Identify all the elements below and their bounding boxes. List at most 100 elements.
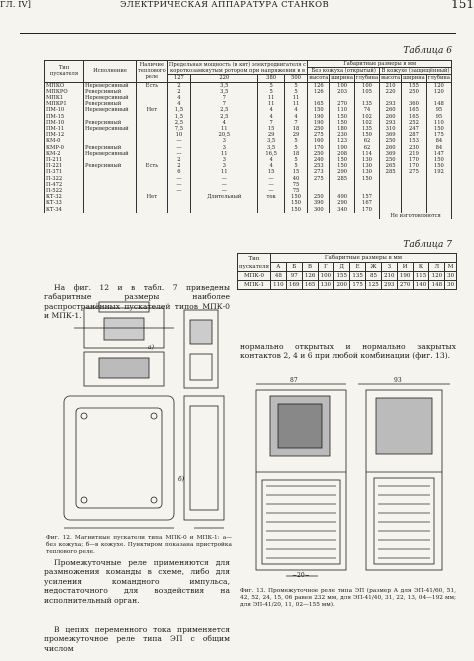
cell-dim: [307, 188, 331, 195]
fig13-dim-20: −20−: [292, 572, 310, 579]
voltage-500: 500: [283, 74, 309, 83]
cell-dim: 74: [353, 107, 381, 114]
col-dims: Габаритные размеры в мм: [307, 59, 452, 69]
cell-exec: Нереверсивный: [83, 150, 137, 158]
cell-dim: 310: [379, 126, 403, 133]
col-closed: В кожухе (защищённый): [379, 67, 452, 76]
cell-dim: 95: [425, 107, 453, 114]
cell-dim: 130: [353, 157, 381, 164]
cell-power: 11: [283, 95, 309, 102]
cell-dim: 165: [307, 101, 331, 108]
dim-label: высота: [307, 74, 331, 83]
paragraph-relays: Промежуточные реле применяются для размн…: [44, 558, 230, 605]
cell-power: 18: [283, 150, 309, 158]
cell-dim: 170: [353, 206, 381, 213]
cell-dim: 105: [353, 88, 381, 96]
table-6: Тип пускателя Исполнение Наличие теплово…: [44, 59, 453, 220]
cell-power: 18: [283, 126, 309, 133]
cell-exec: [83, 138, 137, 145]
t7-cell: 30: [444, 271, 457, 281]
cell-power: 150: [283, 206, 309, 213]
cell-exec: Реверсивный: [83, 144, 137, 151]
table-row: П-472———75: [44, 181, 453, 189]
running-title: ЭЛЕКТРИЧЕСКАЯ АППАРАТУРА СТАНКОВ: [120, 0, 329, 10]
cell-dim: 250: [307, 150, 331, 158]
chapter-ref: ГЛ. IV]: [0, 0, 31, 10]
cell-dim: 260: [379, 144, 403, 151]
t7-cell: 135: [349, 271, 367, 281]
dim-label: ширина: [401, 74, 427, 83]
cell-dim: 135: [353, 126, 381, 133]
fig13-dim-87: 87: [290, 377, 298, 384]
cell-dim: 100: [329, 82, 355, 89]
cell-power: 10: [166, 132, 192, 139]
cell-relay: Есть: [136, 82, 168, 89]
voltage-380: 380: [257, 74, 285, 83]
cell-dim: 160: [307, 138, 331, 145]
cell-exec: Нереверсивный: [83, 107, 137, 114]
t7-letter: В: [301, 262, 319, 272]
t7-cell: 120: [428, 271, 446, 281]
cell-dim: [379, 95, 403, 102]
t7-cell: 293: [380, 280, 398, 290]
t7-cell: 165: [301, 280, 319, 290]
cell-dim: 192: [425, 169, 453, 176]
note-not-made: Не изготовляются: [379, 212, 452, 220]
cell-dim: 369: [379, 150, 403, 158]
cell-power: 2: [166, 82, 192, 89]
cell-power: 2,5: [166, 119, 192, 127]
cell-power: —: [166, 138, 192, 145]
t7-letter: А: [269, 262, 287, 272]
cell-dim: 157: [353, 194, 381, 201]
cell-power: 4: [283, 113, 309, 120]
cell-power: [166, 206, 192, 213]
cell-dim: [379, 181, 403, 189]
cell-exec: Нереверсивный: [83, 82, 137, 89]
voltage-127: 127: [166, 74, 192, 83]
cell-dim: 100: [353, 82, 381, 89]
cell-power: 5: [283, 88, 309, 96]
cell-power: 2: [166, 88, 192, 96]
t7-col-type: Тип пускателя: [237, 253, 271, 272]
fig12-caption: Фиг. 12. Магнитные пускатели типа МПК-0 …: [46, 535, 232, 555]
cell-dim: [425, 206, 453, 213]
cell-power: 7,5: [166, 126, 192, 133]
t7-cell: 140: [412, 280, 430, 290]
col-exec: Исполнение: [83, 60, 137, 83]
cell-dim: 110: [425, 119, 453, 127]
cell-dim: 293: [379, 101, 403, 108]
cell-dim: 260: [379, 107, 403, 114]
cell-power: 1,5: [166, 113, 192, 120]
t7-letter: Е: [349, 262, 367, 272]
cell-power: 4: [166, 95, 192, 102]
cell-dim: 150: [425, 126, 453, 133]
dim-label: глубина: [425, 74, 453, 83]
cell-power: 5: [283, 157, 309, 164]
cell-dim: 126: [307, 88, 331, 96]
cell-dim: 175: [425, 132, 453, 139]
cell-dim: 190: [307, 113, 331, 120]
cell-dim: 150: [425, 157, 453, 164]
cell-exec: [83, 194, 137, 201]
col-open: Без кожуха (открытый): [307, 67, 381, 76]
cell-dim: 369: [379, 132, 403, 139]
t7-col-dims: Габаритные размеры в мм: [269, 253, 458, 263]
t7-cell: 126: [301, 271, 319, 281]
col-relay: Наличие теплового реле: [136, 60, 168, 83]
cell-dim: 220: [379, 88, 403, 96]
cell-power: [166, 200, 192, 207]
cell-exec: [83, 200, 137, 207]
cell-dim: [379, 175, 403, 182]
cell-dim: 150: [353, 132, 381, 139]
cell-exec: Нереверсивный: [83, 95, 137, 102]
t7-cell: 97: [285, 271, 303, 281]
cell-type: МПКО: [44, 82, 84, 89]
